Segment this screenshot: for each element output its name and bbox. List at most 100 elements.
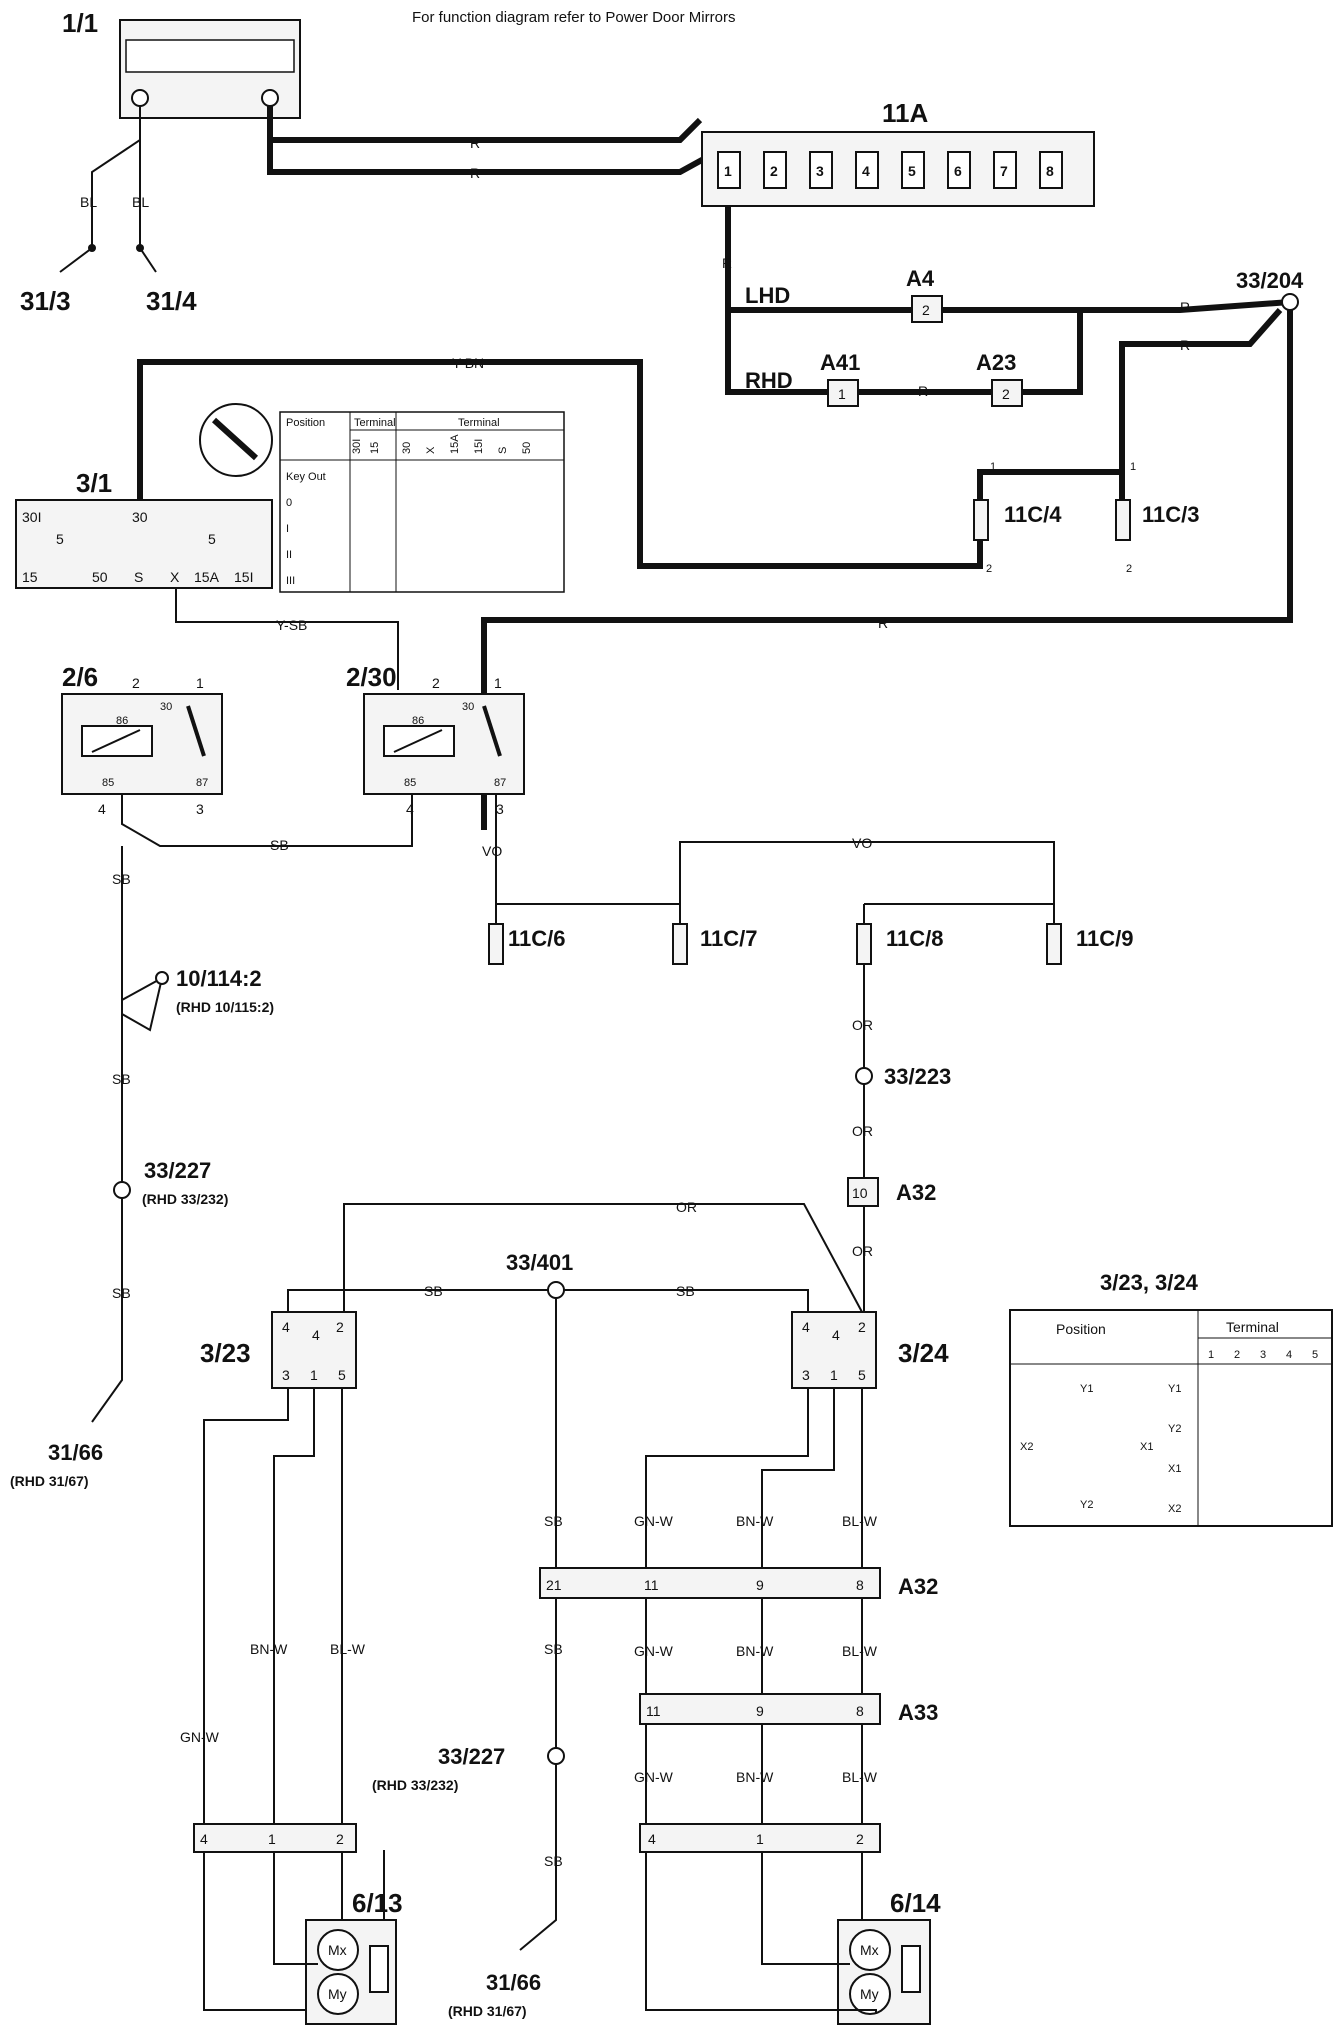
ignition-col-header: 30 [401, 442, 413, 454]
fuse-slot [1039, 151, 1063, 189]
wire-sb-lower [519, 1598, 557, 1951]
wire-label-gn-w-2: GN-W [634, 1513, 674, 1529]
wire-label-r-4: R [1180, 299, 1190, 315]
splice-33-227b [547, 1747, 565, 1765]
fuse-slot [947, 151, 971, 189]
sym-x2: X2 [1020, 1441, 1033, 1453]
fuse-11c3 [1115, 499, 1131, 541]
connector-right [639, 1823, 881, 1853]
fuse-11c3-label: 11C/3 [1142, 502, 1200, 527]
ground-31-66-rhd: (RHD 31/67) [10, 1473, 89, 1489]
pin-11c4-2: 2 [986, 563, 992, 575]
pin-11c4-1: 1 [990, 461, 996, 473]
splice-33-223-label: 33/223 [884, 1064, 951, 1089]
conn-left-pin2: 2 [336, 1831, 344, 1847]
wire-bl-left [59, 106, 141, 273]
wire-gn-w-right [645, 1388, 809, 1568]
mirror-6-14-mx: Mx [860, 1942, 879, 1958]
a23-pin: 2 [1002, 386, 1010, 402]
wire-sb-relays [121, 794, 413, 847]
wire-label-vo-1: VO [482, 843, 502, 859]
wire-r-to-11c4 [977, 469, 1122, 500]
ignition-row-label: I [286, 523, 289, 535]
switch-3-23-label: 3/23 [200, 1338, 251, 1368]
wire-label-sb-5: SB [424, 1283, 443, 1299]
fuse-11c8-label: 11C/8 [886, 926, 944, 951]
conn-right-pin2: 2 [856, 1831, 864, 1847]
term-15a: 15A [194, 569, 220, 585]
s323-p2: 2 [336, 1319, 344, 1335]
ground-31-3: 31/3 [20, 286, 71, 316]
relay-2-6-n3: 3 [196, 801, 204, 817]
wire-label-sb-7: SB [544, 1513, 563, 1529]
switch-col-header: 2 [1234, 1349, 1240, 1361]
wire-label-bn-w-4: BN-W [736, 1769, 774, 1785]
wire-label-bl-1: BL [80, 194, 97, 210]
wire-vo [495, 794, 1055, 905]
relay-2-6-85: 85 [102, 777, 114, 789]
s323-p1: 1 [310, 1367, 318, 1383]
fuse-slot [763, 151, 787, 189]
wire-label-bn-w-2: BN-W [736, 1513, 774, 1529]
wire-sb-left [91, 846, 164, 1423]
wire-y-sb [175, 588, 399, 690]
term-5-left: 5 [56, 531, 64, 547]
s324-p4: 4 [802, 1319, 810, 1335]
wire-label-vo-2: VO [852, 835, 872, 851]
wire-label-or-4: OR [676, 1199, 697, 1215]
wire-label-sb-9: SB [544, 1853, 563, 1869]
wire-r-to-11c3 [1119, 308, 1283, 522]
splice-33-204 [1281, 293, 1299, 311]
a4-pin: 2 [922, 302, 930, 318]
fuse-number: 1 [724, 163, 732, 179]
fuse-11c9: 11C/9 [1046, 923, 1134, 965]
wire-label-sb-3: SB [112, 1071, 131, 1087]
wire-label-sb-8: SB [544, 1641, 563, 1657]
s324-p3: 3 [802, 1367, 810, 1383]
ignition-row-label: Key Out [286, 471, 326, 483]
wire-a32-a33 [645, 1598, 863, 1694]
ground-31-66b-label: 31/66 [486, 1970, 541, 1995]
fuse-11c6: 11C/6 [488, 923, 566, 965]
splice-33-227-rhd: (RHD 33/232) [142, 1191, 228, 1207]
relay-2-30-n1: 1 [494, 675, 502, 691]
relay-2-30-30: 30 [462, 701, 474, 713]
ignition-col-header: 15I [473, 439, 485, 454]
ignition-col-header: 15 [369, 442, 381, 454]
sw-th-position: Position [1056, 1321, 1106, 1337]
ignition-col-header: S [497, 447, 509, 454]
fuse-number: 2 [770, 163, 778, 179]
switch-table-title: 3/23, 3/24 [1100, 1270, 1199, 1295]
splice-33-401-label: 33/401 [506, 1250, 573, 1275]
ignition-switch: 3/1 30I 30 5 5 15 50 S X 15A 15I [15, 468, 273, 589]
header-note: For function diagram refer to Power Door… [412, 9, 735, 26]
ignition-col-header: X [425, 446, 437, 454]
relay-2-6-86: 86 [116, 715, 128, 727]
motor-x-icon [317, 1929, 359, 1971]
a32-bar-pin8: 8 [856, 1577, 864, 1593]
s323-p4b: 4 [312, 1327, 320, 1343]
wire-label-bl-w-2: BL-W [842, 1513, 878, 1529]
term-15i: 15I [234, 569, 253, 585]
wire-label-or-2: OR [852, 1123, 873, 1139]
ignition-switch-body [15, 499, 273, 589]
ignition-row-label: III [286, 575, 295, 587]
wire-label-gn-w-1: GN-W [180, 1729, 220, 1745]
ignition-col-header: 30I [351, 439, 363, 454]
wire-label-sb-1: SB [270, 837, 289, 853]
relay-2-6-n2: 2 [132, 675, 140, 691]
sym-y1: Y1 [1080, 1383, 1093, 1395]
switch-col-header: 5 [1312, 1349, 1318, 1361]
term-15: 15 [22, 569, 38, 585]
battery-label: 1/1 [62, 8, 98, 38]
splice-33-204-label: 33/204 [1236, 268, 1304, 293]
wire-label-bn-w-1: BN-W [250, 1641, 288, 1657]
wire-label-r-6: R [1180, 337, 1190, 353]
switch-3-24-label: 3/24 [898, 1338, 949, 1368]
a32-bar-pin11: 11 [644, 1577, 659, 1593]
fuse-11c4 [973, 499, 989, 541]
term-50: 50 [92, 569, 108, 585]
wire-label-bl-w-1: BL-W [330, 1641, 366, 1657]
ignition-row-label: II [286, 549, 292, 561]
wire-r-fuse1 [725, 206, 740, 395]
